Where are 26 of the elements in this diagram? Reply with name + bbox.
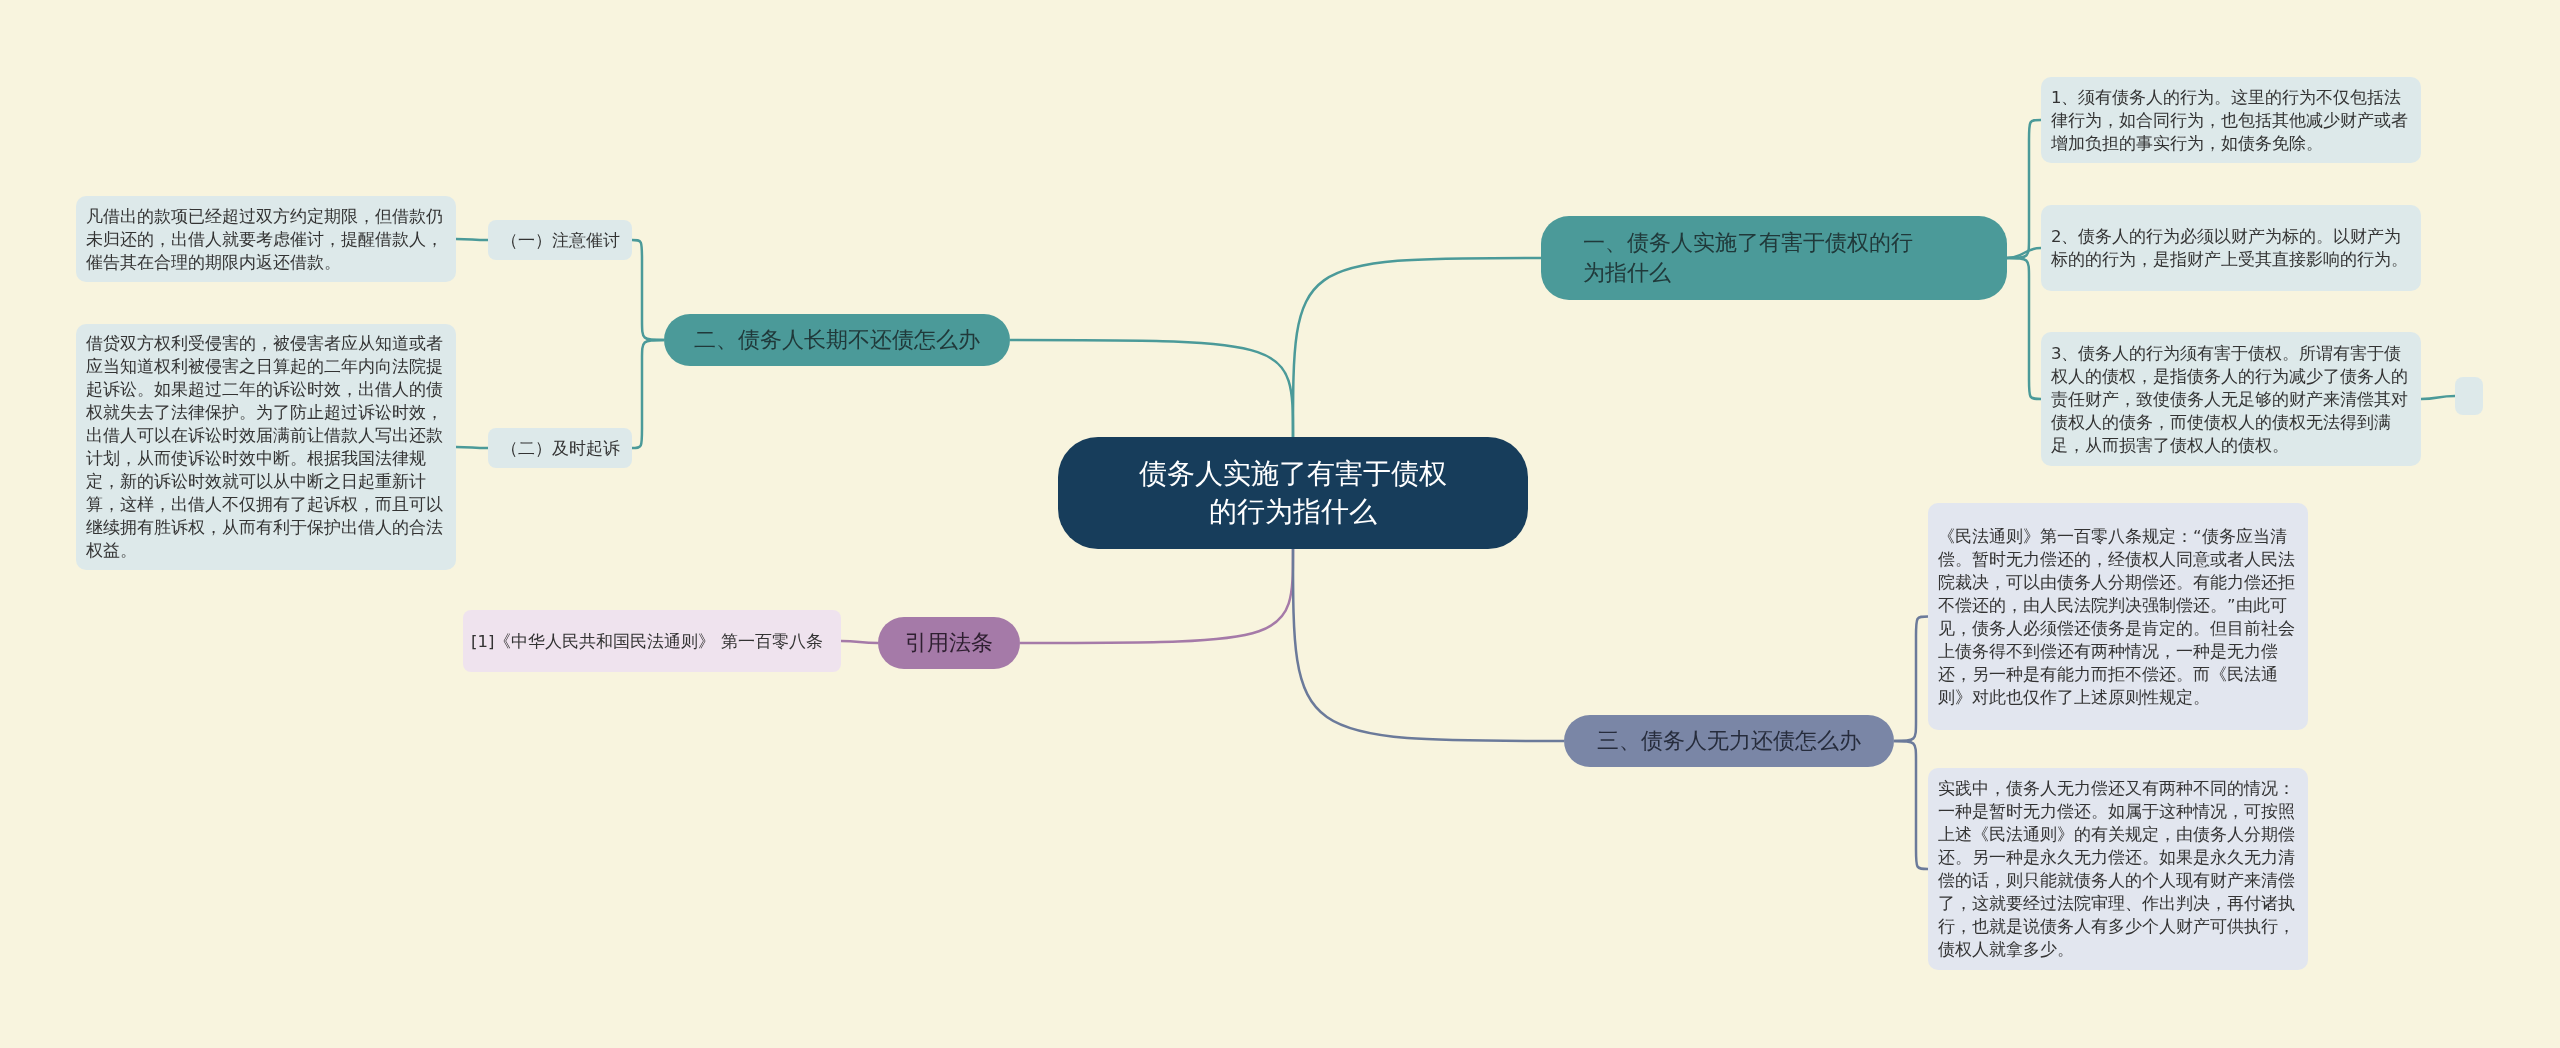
- connector-line: [1894, 739, 1928, 871]
- note-box: 实践中，债务人无力偿还又有两种不同的情况：一种是暂时无力偿还。如属于这种情况，可按照上述《民法通则》的有关规定，由债务人分期偿还。另一种是永久无力偿还。如果是永久无力清偿的话，则只能就债务人的个人现有财产来清偿了，这就要经过法院审理、作出判决，再付诸执行，也就是说债务人有多少个人财产可供执行，债权人就拿多少。: [1928, 768, 2308, 970]
- empty-box: [2455, 377, 2483, 415]
- note-box: 借贷双方权利受侵害的，被侵害者应从知道或者应当知道权利被侵害之日算起的二年内向法院提起诉讼。如果超过二年的诉讼时效，出借人的债权就失去了法律保护。为了防止超过诉讼时效，出借人可以在诉讼时效届满前让借款人写出还款计划，从而使诉讼时效中断。根据我国法律规定，新的诉讼时效就可以从中断之日起重新计算，这样，出借人不仅拥有了起诉权，而且可以继续拥有胜诉权，从而有利于保护出借人的合法权益。: [76, 324, 456, 570]
- reference-box: [1]《中华人民共和国民法通则》 第一百零八条: [463, 610, 841, 672]
- subtopic-box: （二）及时起诉: [488, 428, 632, 468]
- connector-line: [632, 338, 664, 450]
- connector-line: [1010, 338, 1295, 437]
- central-topic-box: 债务人实施了有害于债权的行为指什么: [1058, 437, 1528, 549]
- branch-box: 三、债务人无力还债怎么办: [1564, 715, 1894, 767]
- connector-line: [1291, 549, 1564, 743]
- note-box: 《民法通则》第一百零八条规定：“债务应当清偿。暂时无力偿还的，经债权人同意或者人民法院裁决，可以由债务人分期偿还。有能力偿还拒不偿还的，由人民法院判决强制偿还。”由此可见，债务人必须偿还债务是肯定的。但目前社会上债务得不到偿还有两种情况，一种是无力偿还，另一种是有能力而拒不偿还。而《民法通则》对此也仅作了上述原则性规定。: [1928, 503, 2308, 730]
- connector-line: [456, 445, 488, 450]
- branch-box: 二、债务人长期不还债怎么办: [664, 314, 1010, 366]
- note-box: 1、须有债务人的行为。这里的行为不仅包括法律行为，如合同行为，也包括其他减少财产或者增加负担的事实行为，如债务免除。: [2041, 77, 2421, 163]
- subtopic-box: （一）注意催讨: [488, 220, 632, 260]
- branch-box: 引用法条: [878, 617, 1020, 669]
- note-box: 2、债务人的行为必须以财产为标的。以财产为标的的行为，是指财产上受其直接影响的行为。: [2041, 205, 2421, 291]
- note-box: 3、债务人的行为须有害于债权。所谓有害于债权人的债权，是指债务人的行为减少了债务人的责任财产，致使债务人无足够的财产来清偿其对债权人的债务，而使债权人的债权无法得到满足，从而损害了债权人的债权。: [2041, 332, 2421, 466]
- connector-line: [2006, 246, 2042, 260]
- note-box: 凡借出的款项已经超过双方约定期限，但借款仍未归还的，出借人就要考虑催讨，提醒借款人，催告其在合理的期限内返还借款。: [76, 196, 456, 282]
- connector-line: [2421, 394, 2455, 401]
- connector-line: [456, 237, 488, 242]
- branch-box: 一、债务人实施了有害于债权的行为指什么: [1541, 216, 2007, 300]
- connector-line: [841, 639, 878, 645]
- connector-line: [2007, 256, 2041, 401]
